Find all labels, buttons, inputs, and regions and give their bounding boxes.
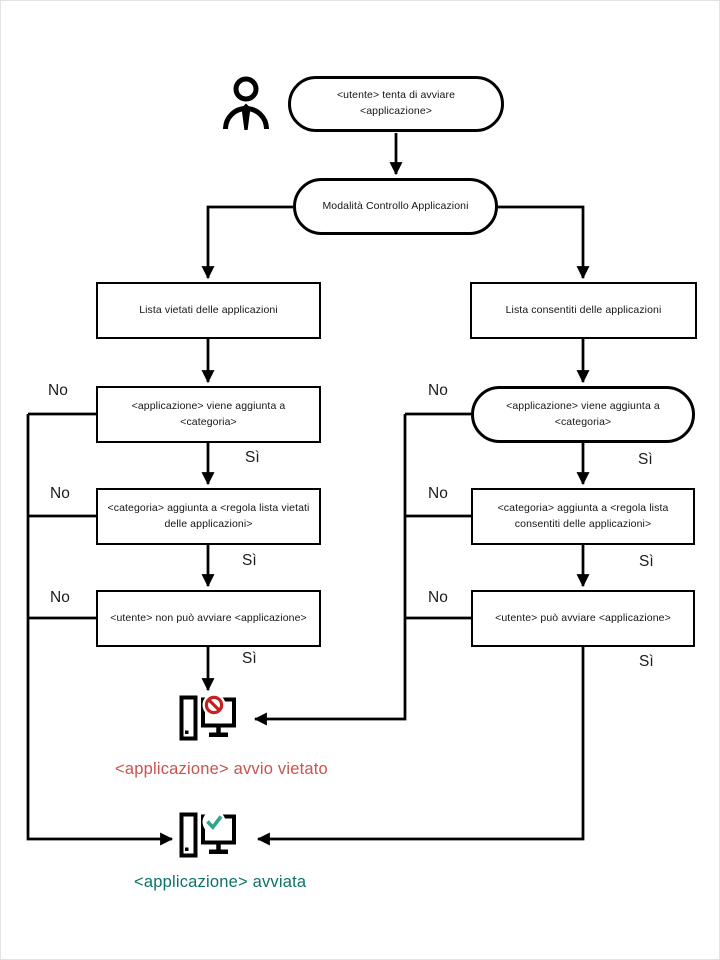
edge-allow-no-rail-to-blocked	[253, 414, 407, 726]
node-deny-user: <utente> non può avviare <applicazione>	[96, 590, 321, 647]
edge-label-no: No	[428, 382, 448, 399]
edge-label-no: No	[48, 382, 68, 399]
node-text: <applicazione>	[359, 105, 433, 117]
node-mode: Modalità Controllo Applicazioni	[293, 178, 498, 235]
outcome-label-started: <applicazione> avviata	[134, 873, 307, 891]
computer-blocked-icon	[179, 695, 236, 741]
check-sign	[206, 815, 223, 830]
edge-label-yes: Sì	[242, 552, 257, 569]
node-text: <applicazione> viene aggiunta a	[131, 399, 286, 412]
edge-label-yes: Sì	[639, 653, 654, 670]
node-text: Modalità Controllo Applicazioni	[322, 199, 469, 212]
edge-label-yes: Sì	[638, 451, 653, 468]
user-icon	[223, 76, 269, 130]
node-text: <applicazione> viene aggiunta a	[506, 399, 660, 412]
edge-mode-to-allowlist	[498, 205, 590, 280]
node-text: <categoria>	[180, 415, 237, 428]
node-text: Lista vietati delle applicazioni	[139, 303, 278, 316]
edge-deny-no-rail-to-started	[26, 414, 174, 846]
node-deny-category-rule: <categoria> aggiunta a <regola lista vie…	[96, 488, 321, 545]
edge-label-no: No	[428, 485, 448, 502]
node-text: <utente> può avviare <applicazione>	[495, 611, 671, 624]
node-text: <categoria>	[554, 415, 612, 428]
node-text: consentiti delle applicazioni>	[514, 517, 652, 530]
edge-label-no: No	[50, 589, 70, 606]
edge-label-no: No	[428, 589, 448, 606]
outcome-label-blocked: <applicazione> avvio vietato	[115, 760, 328, 778]
edge-label-yes: Sì	[639, 553, 654, 570]
node-allow-app-category: <applicazione> viene aggiunta a <categor…	[471, 386, 695, 443]
node-allowlist: Lista consentiti delle applicazioni	[470, 282, 697, 339]
node-text: <utente> non può avviare <applicazione>	[110, 611, 307, 624]
node-allow-category-rule: <categoria> aggiunta a <regola lista con…	[471, 488, 695, 545]
edge-label-no: No	[50, 485, 70, 502]
edge-mode-to-denylist	[201, 205, 293, 280]
node-text: Lista consentiti delle applicazioni	[505, 303, 662, 316]
edge-allow-si-3-to-started	[256, 647, 585, 846]
prohibition-sign	[204, 695, 224, 715]
node-text: <categoria> aggiunta a <regola lista vie…	[107, 501, 310, 514]
computer-started-icon	[179, 812, 236, 858]
node-deny-app-category: <applicazione> viene aggiunta a <categor…	[96, 386, 321, 443]
edge-label-yes: Sì	[245, 449, 260, 466]
node-start: <utente> tenta di avviare <applicazione>	[288, 76, 504, 132]
edge-label-yes: Sì	[242, 650, 257, 667]
node-text: <utente> tenta di avviare	[336, 89, 456, 102]
node-denylist: Lista vietati delle applicazioni	[96, 282, 321, 339]
node-text: <categoria> aggiunta a <regola lista	[497, 501, 669, 514]
node-text: delle applicazioni>	[164, 517, 253, 530]
node-allow-user: <utente> può avviare <applicazione>	[471, 590, 695, 647]
